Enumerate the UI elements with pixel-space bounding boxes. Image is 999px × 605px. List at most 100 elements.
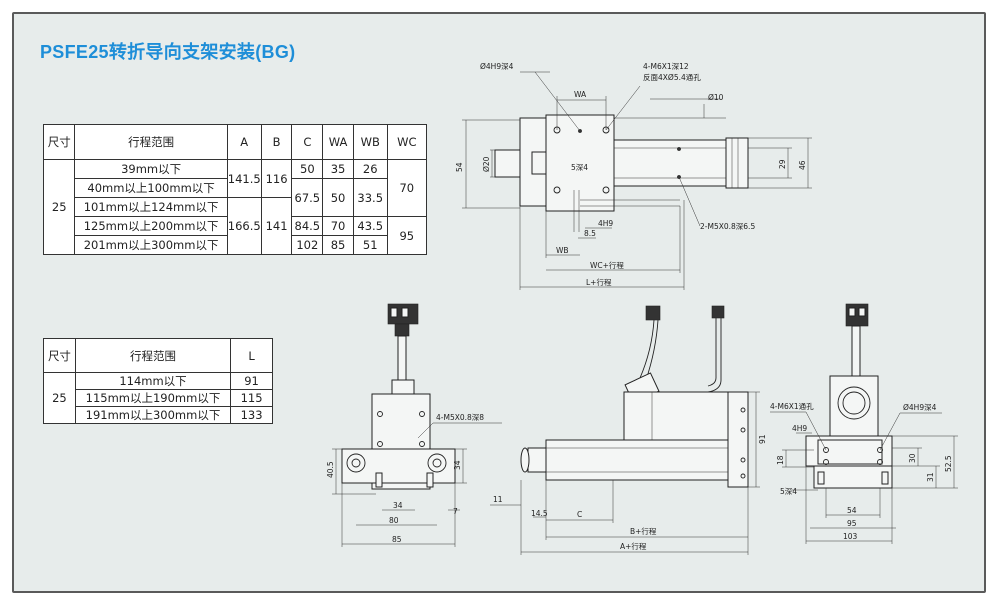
range-cell: 40mm以上100mm以下 — [74, 178, 228, 198]
header-c: C — [291, 124, 324, 160]
a-cell: 141.5 — [226, 159, 262, 198]
label: 31 — [926, 472, 935, 482]
b-cell: 141 — [260, 197, 293, 255]
label: 4-M5X0.8深8 — [436, 413, 484, 422]
label: WC+行程 — [590, 260, 624, 270]
drawing-frame — [12, 12, 986, 593]
range-cell: 125mm以上200mm以下 — [74, 216, 228, 236]
front-view: 91 11 14.5 C B+行程 A+行程 — [490, 305, 767, 555]
label: A+行程 — [620, 541, 647, 551]
header-range: 行程范围 — [74, 338, 232, 373]
wa-cell: 50 — [322, 178, 354, 217]
label: 4-M6X1深12 — [643, 62, 689, 71]
wa-cell: 85 — [322, 235, 354, 255]
mount-hole — [346, 453, 366, 473]
label: 8.5 — [584, 229, 596, 238]
bolt-hole — [553, 186, 561, 194]
label: 4H9 — [792, 424, 807, 433]
motor-end — [725, 137, 749, 189]
label: 91 — [758, 434, 767, 444]
l-cell: 133 — [230, 406, 273, 424]
c-cell: 102 — [291, 235, 324, 255]
label: 5深4 — [780, 487, 797, 496]
label: 29 — [778, 159, 787, 169]
mount-hole — [427, 453, 447, 473]
header-range: 行程范围 — [74, 124, 228, 160]
connector — [645, 305, 661, 321]
cylinder-body — [613, 139, 727, 187]
label: WA — [574, 90, 587, 99]
label: Ø10 — [708, 93, 724, 102]
range-cell: 201mm以上300mm以下 — [74, 235, 228, 255]
label: B+行程 — [630, 526, 657, 536]
header-wa: WA — [322, 124, 354, 160]
cable — [639, 319, 655, 379]
label: 103 — [843, 532, 858, 541]
l-cell: 115 — [230, 389, 273, 407]
right-view: 4-M6X1通孔 Ø4H9深4 4H9 18 5深4 30 31 52.5 54… — [770, 303, 958, 544]
a-cell: 166.5 — [226, 197, 262, 255]
label: 2-M5X0.8深6.5 — [700, 222, 755, 231]
rod-end — [527, 447, 547, 473]
table-row: 125mm以上200mm以下 84.5 70 43.5 95 — [44, 216, 428, 255]
label: Ø20 — [482, 156, 491, 172]
motor-body — [623, 391, 729, 441]
stroke-length-table: 尺寸 行程范围 L 25 114mm以下 91 115mm以上190mm以下 1… — [43, 338, 273, 424]
motor-ring — [837, 386, 871, 420]
wc-cell: 70 — [386, 159, 428, 217]
label: 34 — [393, 501, 403, 510]
wc-cell: 95 — [386, 216, 428, 255]
size-cell: 25 — [43, 372, 76, 424]
range-cell: 191mm以上300mm以下 — [74, 406, 232, 424]
label: WB — [556, 246, 569, 255]
table-header-row: 尺寸 行程范围 A B C WA WB WC — [42, 124, 428, 160]
cylinder-body — [545, 439, 729, 481]
table-row: 201mm以上300mm以下 102 85 51 — [44, 235, 427, 255]
rod-end — [494, 149, 521, 178]
label: Ø4H9深4 — [480, 62, 514, 71]
label: 52.5 — [944, 455, 953, 472]
wb-cell: 33.5 — [352, 178, 388, 217]
label: 4-M6X1通孔 — [770, 401, 814, 411]
table-row: 40mm以上100mm以下 67.5 50 33.5 — [44, 178, 427, 217]
page-title: PSFE25转折导向支架安装(BG) — [40, 42, 296, 62]
label: 5深4 — [571, 163, 588, 172]
label: 4H9 — [598, 219, 613, 228]
bracket-plate — [341, 448, 456, 484]
label: Ø4H9深4 — [903, 403, 937, 412]
label: 95 — [847, 519, 857, 528]
label: 80 — [389, 516, 399, 525]
table-row: 25 39mm以下 141.5 116 50 35 26 70 — [42, 159, 428, 255]
top-view: Ø4H9深4 4-M6X1深12 反面4XØ5.4通孔 WA Ø10 54 Ø2… — [455, 62, 812, 290]
dimension-table: 尺寸 行程范围 A B C WA WB WC 25 39mm以下 141.5 1… — [42, 124, 428, 255]
cable — [397, 335, 407, 381]
label: L+行程 — [586, 277, 612, 287]
table-header-row: 尺寸 行程范围 L — [43, 338, 273, 373]
c-cell: 50 — [291, 159, 324, 179]
connector — [711, 305, 725, 319]
label: 反面4XØ5.4通孔 — [643, 72, 701, 82]
left-view: 40.5 34 34 7 80 85 4-M5X0.8深8 — [326, 303, 502, 547]
label: 7 — [453, 507, 458, 516]
label: C — [577, 510, 582, 519]
motor-housing — [829, 375, 879, 437]
label: 46 — [798, 160, 807, 170]
table-row: 191mm以上300mm以下 133 — [44, 406, 273, 424]
c-cell: 67.5 — [291, 178, 324, 217]
label: 54 — [455, 162, 464, 172]
wb-cell: 51 — [352, 235, 388, 255]
label: 40.5 — [326, 461, 335, 478]
cable — [851, 325, 861, 377]
end-plate — [727, 391, 749, 488]
label: 14.5 — [531, 509, 548, 518]
label: 11 — [493, 495, 503, 504]
header-size: 尺寸 — [42, 124, 76, 160]
label: 34 — [453, 460, 462, 470]
label: 54 — [847, 506, 857, 515]
size-cell: 25 — [42, 159, 76, 255]
label: 18 — [776, 455, 785, 465]
header-wb: WB — [352, 124, 388, 160]
label: 85 — [392, 535, 402, 544]
bolt-hole — [602, 186, 610, 194]
